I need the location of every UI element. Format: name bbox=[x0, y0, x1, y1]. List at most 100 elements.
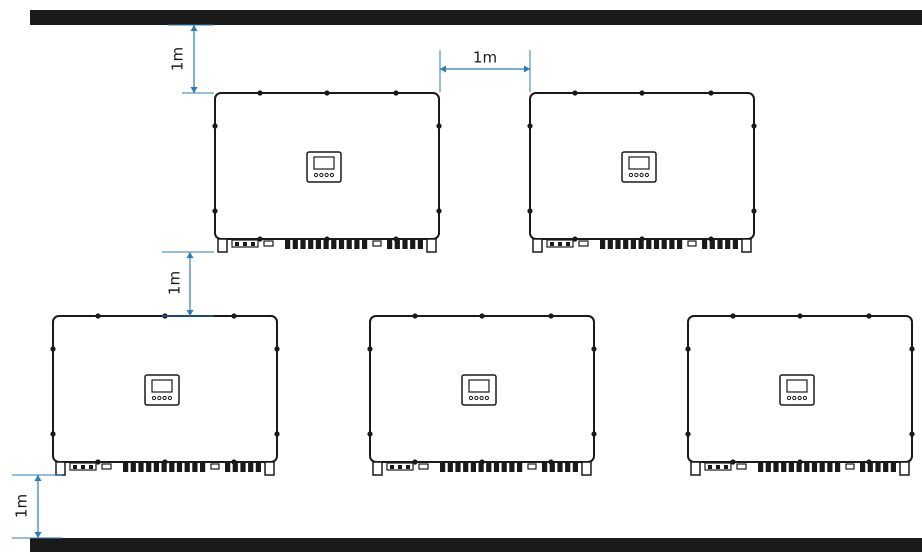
mounting-dot bbox=[367, 431, 373, 437]
inverter-top-right bbox=[527, 90, 757, 253]
dc-connector bbox=[410, 240, 416, 249]
terminal bbox=[716, 465, 720, 469]
dc-connector bbox=[338, 240, 345, 249]
right-foot bbox=[426, 238, 437, 253]
mounting-dot bbox=[412, 459, 418, 465]
display-button bbox=[474, 395, 479, 401]
display-button bbox=[162, 395, 167, 401]
mounting-dot bbox=[751, 208, 757, 214]
terminal bbox=[406, 465, 410, 469]
dc-connector bbox=[781, 463, 787, 472]
dc-connector bbox=[607, 240, 613, 249]
dc-connector bbox=[463, 463, 469, 472]
mounting-dot bbox=[751, 123, 757, 129]
terminal bbox=[558, 242, 562, 246]
mounting-dot bbox=[393, 90, 399, 96]
display-button bbox=[319, 172, 324, 178]
mounting-dot bbox=[730, 459, 736, 465]
dimension-label: 1m bbox=[13, 494, 31, 518]
side-gap-dimension: 1m bbox=[439, 49, 531, 92]
inverter-bottom-left bbox=[50, 313, 280, 476]
dc-connector bbox=[123, 463, 129, 472]
display-button bbox=[628, 172, 634, 178]
mounting-dot bbox=[685, 346, 691, 352]
comm-port bbox=[736, 463, 747, 470]
dc-connector bbox=[455, 463, 461, 472]
dc-connector bbox=[661, 240, 667, 249]
left-foot bbox=[532, 238, 543, 253]
dc-connector bbox=[300, 240, 306, 249]
dc-connector bbox=[161, 463, 167, 472]
terminal bbox=[724, 465, 728, 469]
dc-connector bbox=[557, 463, 563, 472]
dc-connector bbox=[819, 463, 825, 472]
mounting-dot bbox=[231, 313, 237, 319]
dc-connector bbox=[638, 240, 644, 249]
mounting-dot bbox=[212, 208, 218, 214]
dc-connector bbox=[192, 463, 198, 472]
left-foot bbox=[217, 238, 228, 253]
mounting-dot bbox=[436, 208, 442, 214]
mounting-dot bbox=[479, 313, 485, 319]
dc-connector bbox=[146, 463, 152, 472]
dc-connector bbox=[478, 463, 484, 472]
dc-connector bbox=[565, 463, 571, 472]
dc-connector bbox=[860, 463, 866, 472]
dc-connector bbox=[702, 240, 708, 249]
dc-connector bbox=[653, 240, 660, 249]
arrowhead bbox=[440, 65, 446, 73]
mounting-dot bbox=[50, 346, 56, 352]
row-gap-dimension: 1m bbox=[162, 251, 214, 317]
mounting-dot bbox=[527, 208, 533, 214]
dc-connector bbox=[572, 463, 578, 472]
dc-connector bbox=[623, 240, 629, 249]
dc-connector bbox=[225, 463, 231, 472]
display-button bbox=[313, 172, 319, 178]
dc-connector bbox=[255, 463, 261, 472]
dc-connector bbox=[669, 240, 675, 249]
dc-connector bbox=[788, 463, 794, 472]
terminal bbox=[73, 465, 77, 469]
ac-port bbox=[210, 463, 220, 470]
dc-connector bbox=[153, 463, 159, 472]
display-button bbox=[639, 172, 644, 178]
mounting-dot bbox=[527, 123, 533, 129]
dc-connector bbox=[758, 463, 764, 472]
ac-port bbox=[845, 463, 855, 470]
dimension-label: 1m bbox=[473, 49, 497, 67]
arrowhead bbox=[186, 252, 194, 258]
mounting-dot bbox=[412, 313, 418, 319]
dc-connector bbox=[600, 240, 606, 249]
mounting-dot bbox=[212, 123, 218, 129]
display-screen bbox=[786, 379, 808, 393]
mounting-dot bbox=[436, 123, 442, 129]
display-button bbox=[479, 395, 484, 401]
dc-connector bbox=[285, 240, 291, 249]
terminal bbox=[89, 465, 93, 469]
arrowhead bbox=[190, 25, 198, 31]
mounting-dot bbox=[257, 90, 263, 96]
mounting-dot bbox=[572, 236, 578, 242]
display-screen bbox=[468, 379, 490, 393]
dc-connector bbox=[323, 240, 329, 249]
dc-connector bbox=[811, 463, 818, 472]
display-button bbox=[151, 395, 157, 401]
dc-connector bbox=[232, 463, 238, 472]
right-foot bbox=[741, 238, 752, 253]
dc-connector bbox=[717, 240, 723, 249]
terminal bbox=[708, 465, 712, 469]
display-button bbox=[634, 172, 639, 178]
ac-port bbox=[687, 240, 697, 247]
dc-connector bbox=[867, 463, 873, 472]
dc-connector bbox=[796, 463, 802, 472]
display-button bbox=[324, 172, 329, 178]
dc-connector bbox=[827, 463, 833, 472]
dc-connector bbox=[138, 463, 144, 472]
dc-connector bbox=[394, 240, 400, 249]
inverter-bottom-middle bbox=[367, 313, 597, 476]
dc-connector bbox=[402, 240, 408, 249]
display-button bbox=[329, 172, 334, 178]
top-boundary-bar bbox=[30, 10, 922, 25]
display-button bbox=[802, 395, 808, 401]
